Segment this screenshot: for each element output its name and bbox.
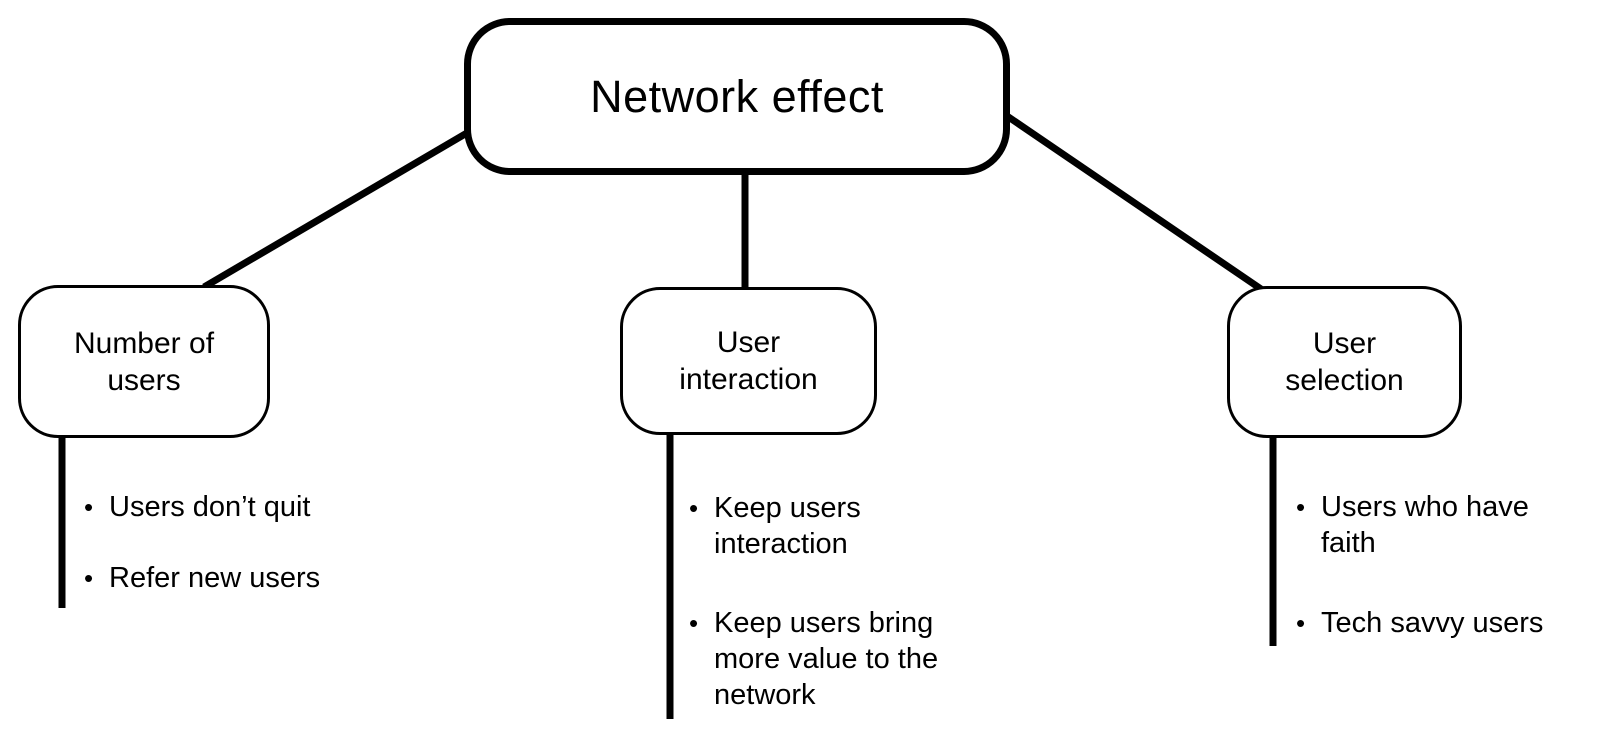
bullet-item: Keep users interaction xyxy=(688,490,975,562)
node-number-of-users: Number of users xyxy=(18,285,270,438)
node-user-selection: User selection xyxy=(1227,286,1462,438)
node-network-effect-label: Network effect xyxy=(590,70,884,122)
node-number-of-users-label: Number of users xyxy=(73,326,215,397)
bullet-item: Users who have faith xyxy=(1295,489,1580,561)
node-user-interaction-label: User interaction xyxy=(679,326,818,396)
bullet-item: Tech savvy users xyxy=(1295,605,1580,641)
bullet-list-user-interaction: Keep users interactionKeep users bring m… xyxy=(688,490,975,732)
bullet-item: Refer new users xyxy=(83,560,383,596)
node-user-interaction: User interaction xyxy=(620,287,877,435)
edge-root-to-number-of-users xyxy=(202,126,474,291)
edge-root-to-user-selection xyxy=(1005,113,1263,292)
bullet-list-number-of-users: Users don’t quitRefer new users xyxy=(83,489,383,631)
node-user-selection-label: User selection xyxy=(1285,327,1404,397)
bullet-item: Keep users bring more value to the netwo… xyxy=(688,605,975,713)
node-network-effect: Network effect xyxy=(464,18,1010,175)
bullet-list-user-selection: Users who have faithTech savvy users xyxy=(1295,489,1580,685)
bullet-item: Users don’t quit xyxy=(83,489,383,525)
